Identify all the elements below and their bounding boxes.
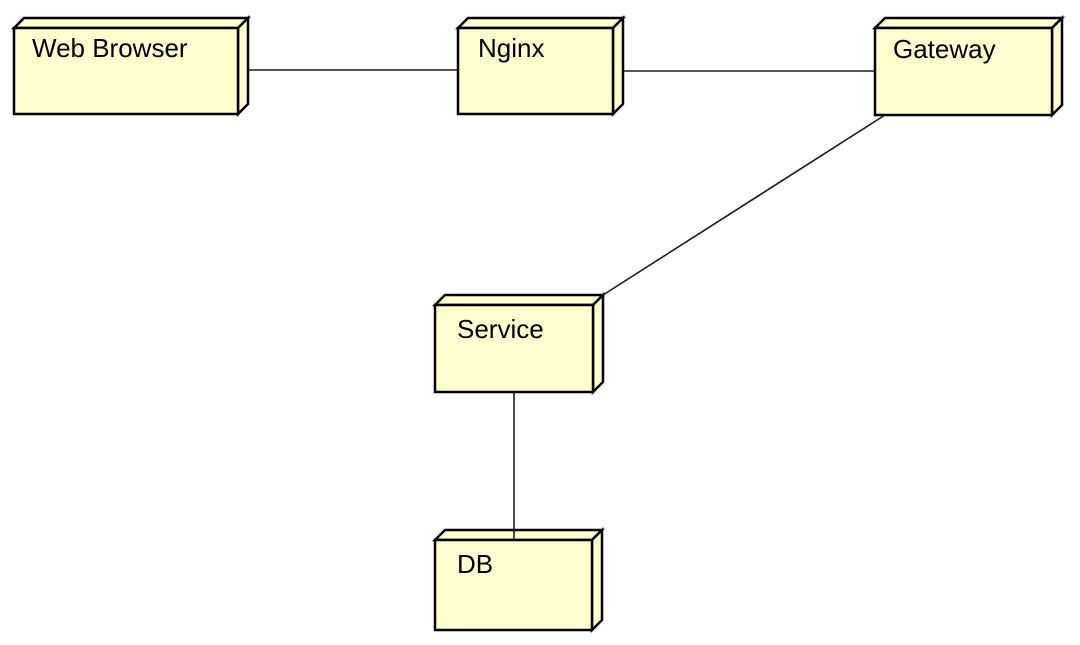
node-label-nginx: Nginx	[478, 33, 544, 63]
node-right-face	[236, 14, 250, 118]
node-right-face	[590, 526, 604, 634]
node-front-face	[456, 26, 615, 116]
node-label-service: Service	[457, 314, 544, 344]
node-top-face	[10, 16, 252, 30]
node-right-face	[611, 14, 625, 118]
node-nginx: Nginx	[454, 14, 627, 118]
node-label-db: DB	[457, 549, 493, 579]
node-right-face	[591, 291, 605, 396]
node-top-face	[431, 528, 606, 542]
node-web-browser: Web Browser	[10, 14, 252, 118]
node-service: Service	[431, 291, 607, 396]
node-top-face	[871, 16, 1066, 30]
node-front-face	[873, 26, 1054, 117]
node-front-face	[433, 538, 594, 632]
node-top-face	[454, 16, 627, 30]
node-right-face	[1050, 14, 1064, 119]
node-front-face	[12, 26, 240, 116]
node-front-face	[433, 303, 595, 394]
node-gateway: Gateway	[871, 14, 1066, 119]
node-label-web-browser: Web Browser	[32, 33, 188, 63]
node-top-face	[431, 293, 607, 307]
node-label-gateway: Gateway	[893, 34, 996, 64]
edge-gateway-service	[602, 114, 886, 296]
node-db: DB	[431, 526, 606, 634]
